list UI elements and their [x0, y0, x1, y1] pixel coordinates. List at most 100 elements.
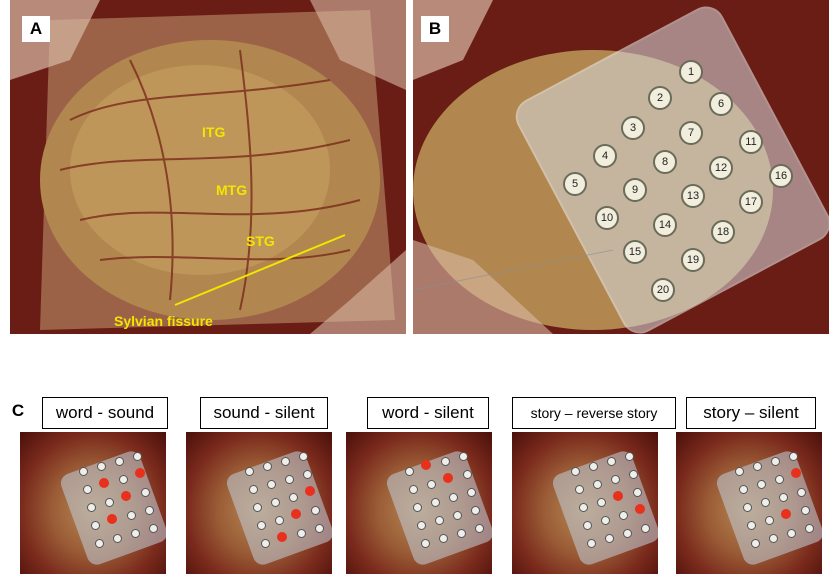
electrode-dot — [452, 510, 462, 520]
electrode-dot — [412, 502, 422, 512]
electrode-dot — [458, 451, 468, 461]
condition-label-word-sound: word - sound — [42, 397, 168, 429]
active-electrode — [443, 473, 453, 483]
electrode-15: 15 — [623, 240, 647, 264]
electrode-7: 7 — [679, 121, 703, 145]
electrode-dot — [148, 523, 158, 533]
electrode-dot — [628, 469, 638, 479]
electrode-dot — [438, 533, 448, 543]
electrode-dot — [288, 492, 298, 502]
condition-thumbnail — [20, 432, 166, 574]
electrode-dot — [610, 474, 620, 484]
electrode-dot — [742, 502, 752, 512]
electrode-dot — [474, 523, 484, 533]
condition-thumbnail — [676, 432, 822, 574]
electrode-dot — [90, 520, 100, 530]
electrode-dot — [266, 479, 276, 489]
electrode-dot — [140, 487, 150, 497]
electrode-dot — [738, 484, 748, 494]
active-electrode — [99, 478, 109, 488]
electrode-9: 9 — [623, 178, 647, 202]
electrode-dot — [786, 528, 796, 538]
electrode-11: 11 — [739, 130, 763, 154]
electrode-dot — [592, 479, 602, 489]
electrode-dot — [262, 461, 272, 471]
panel-a-label: A — [22, 16, 50, 42]
electrode-dot — [118, 474, 128, 484]
electrode-dot — [764, 515, 774, 525]
electrode-dot — [132, 451, 142, 461]
electrode-dot — [244, 466, 254, 476]
electrode-dot — [750, 538, 760, 548]
electrode-dot — [408, 484, 418, 494]
active-electrode — [291, 509, 301, 519]
electrode-dot — [448, 492, 458, 502]
brain-surface-drawing — [10, 0, 406, 334]
sylvian-fissure-label: Sylvian fissure — [114, 313, 213, 329]
photo-brain-exposed: A ITG MTG STG Sylvian fissure — [10, 0, 406, 334]
electrode-dot — [420, 538, 430, 548]
electrode-8: 8 — [653, 150, 677, 174]
active-electrode — [305, 486, 315, 496]
electrode-dot — [466, 487, 476, 497]
electrode-dot — [796, 487, 806, 497]
electrode-13: 13 — [681, 184, 705, 208]
electrode-dot — [112, 533, 122, 543]
electrode-dot — [430, 497, 440, 507]
electrode-dot — [788, 451, 798, 461]
electrode-dot — [800, 505, 810, 515]
condition-label-story-reverse: story – reverse story — [512, 397, 676, 429]
stg-label: STG — [246, 233, 275, 249]
electrode-18: 18 — [711, 220, 735, 244]
active-electrode — [613, 491, 623, 501]
electrode-dot — [768, 533, 778, 543]
electrode-dot — [774, 474, 784, 484]
electrode-dot — [280, 456, 290, 466]
active-electrode — [135, 468, 145, 478]
electrode-dot — [770, 456, 780, 466]
electrode-dot — [270, 497, 280, 507]
electrode-dot — [804, 523, 814, 533]
electrode-dot — [618, 510, 628, 520]
electrode-6: 6 — [709, 92, 733, 116]
electrode-dot — [600, 515, 610, 525]
electrode-dot — [82, 484, 92, 494]
electrode-dot — [606, 456, 616, 466]
electrode-dot — [256, 520, 266, 530]
electrode-dot — [126, 510, 136, 520]
panel-b-label: B — [421, 16, 449, 42]
electrode-dot — [470, 505, 480, 515]
electrode-dot — [746, 520, 756, 530]
electrode-3: 3 — [621, 116, 645, 140]
electrode-dot — [582, 520, 592, 530]
condition-label-sound-silent: sound - silent — [200, 397, 328, 429]
electrode-dot — [416, 520, 426, 530]
electrode-dot — [574, 484, 584, 494]
electrode-dot — [734, 466, 744, 476]
electrode-dot — [440, 456, 450, 466]
electrode-dot — [298, 451, 308, 461]
condition-thumbnail — [512, 432, 658, 574]
mtg-label: MTG — [216, 182, 248, 198]
active-electrode — [277, 532, 287, 542]
electrode-dot — [426, 479, 436, 489]
electrode-dot — [588, 461, 598, 471]
active-electrode — [781, 509, 791, 519]
electrode-dot — [434, 515, 444, 525]
condition-label-story-silent: story – silent — [686, 397, 816, 429]
electrode-dot — [96, 461, 106, 471]
itg-label: ITG — [202, 124, 226, 140]
condition-thumbnail — [186, 432, 332, 574]
electrode-dot — [144, 505, 154, 515]
electrode-dot — [310, 505, 320, 515]
panel-c-label: C — [4, 398, 32, 424]
electrode-17: 17 — [739, 190, 763, 214]
electrode-dot — [296, 528, 306, 538]
electrode-dot — [130, 528, 140, 538]
electrode-2: 2 — [648, 86, 672, 110]
electrode-10: 10 — [595, 206, 619, 230]
electrode-dot — [624, 451, 634, 461]
electrode-4: 4 — [593, 144, 617, 168]
